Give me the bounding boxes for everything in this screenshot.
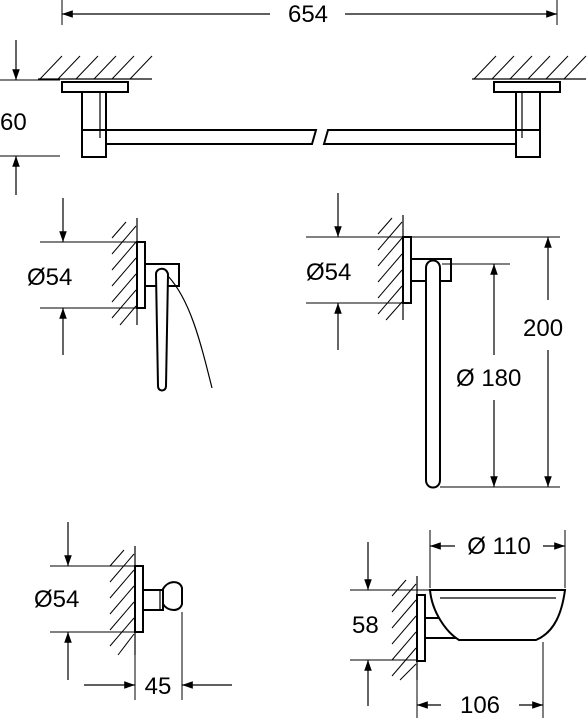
towel-ring-drawing: Ø54 200 Ø 180 [306, 193, 563, 489]
rail-depth-label: 60 [0, 109, 27, 136]
robe-hook-projection-label: 45 [145, 673, 172, 700]
robe-hook-drawing: Ø54 45 [34, 522, 232, 700]
wall-hatching-right [472, 55, 587, 80]
towel-ring-rosette-label: Ø54 [306, 259, 351, 286]
soap-dish-projection-label: 106 [460, 692, 500, 719]
rail-width-label: 654 [288, 1, 328, 28]
robe-hook-rosette-label: Ø54 [34, 586, 79, 613]
towel-ring-height-label: 200 [523, 315, 563, 342]
toilet-roll-holder-drawing: Ø54 [27, 198, 213, 392]
wall-hatching-left [38, 55, 153, 80]
soap-dish-height-label: 58 [352, 612, 379, 639]
towel-ring-diameter-label: Ø 180 [456, 365, 521, 392]
towel-rail-drawing: 654 [0, 0, 587, 195]
soap-dish-diameter-label: Ø 110 [467, 533, 531, 560]
roll-holder-rosette-label: Ø54 [27, 264, 72, 291]
soap-dish-drawing: Ø 110 58 106 [350, 530, 567, 719]
